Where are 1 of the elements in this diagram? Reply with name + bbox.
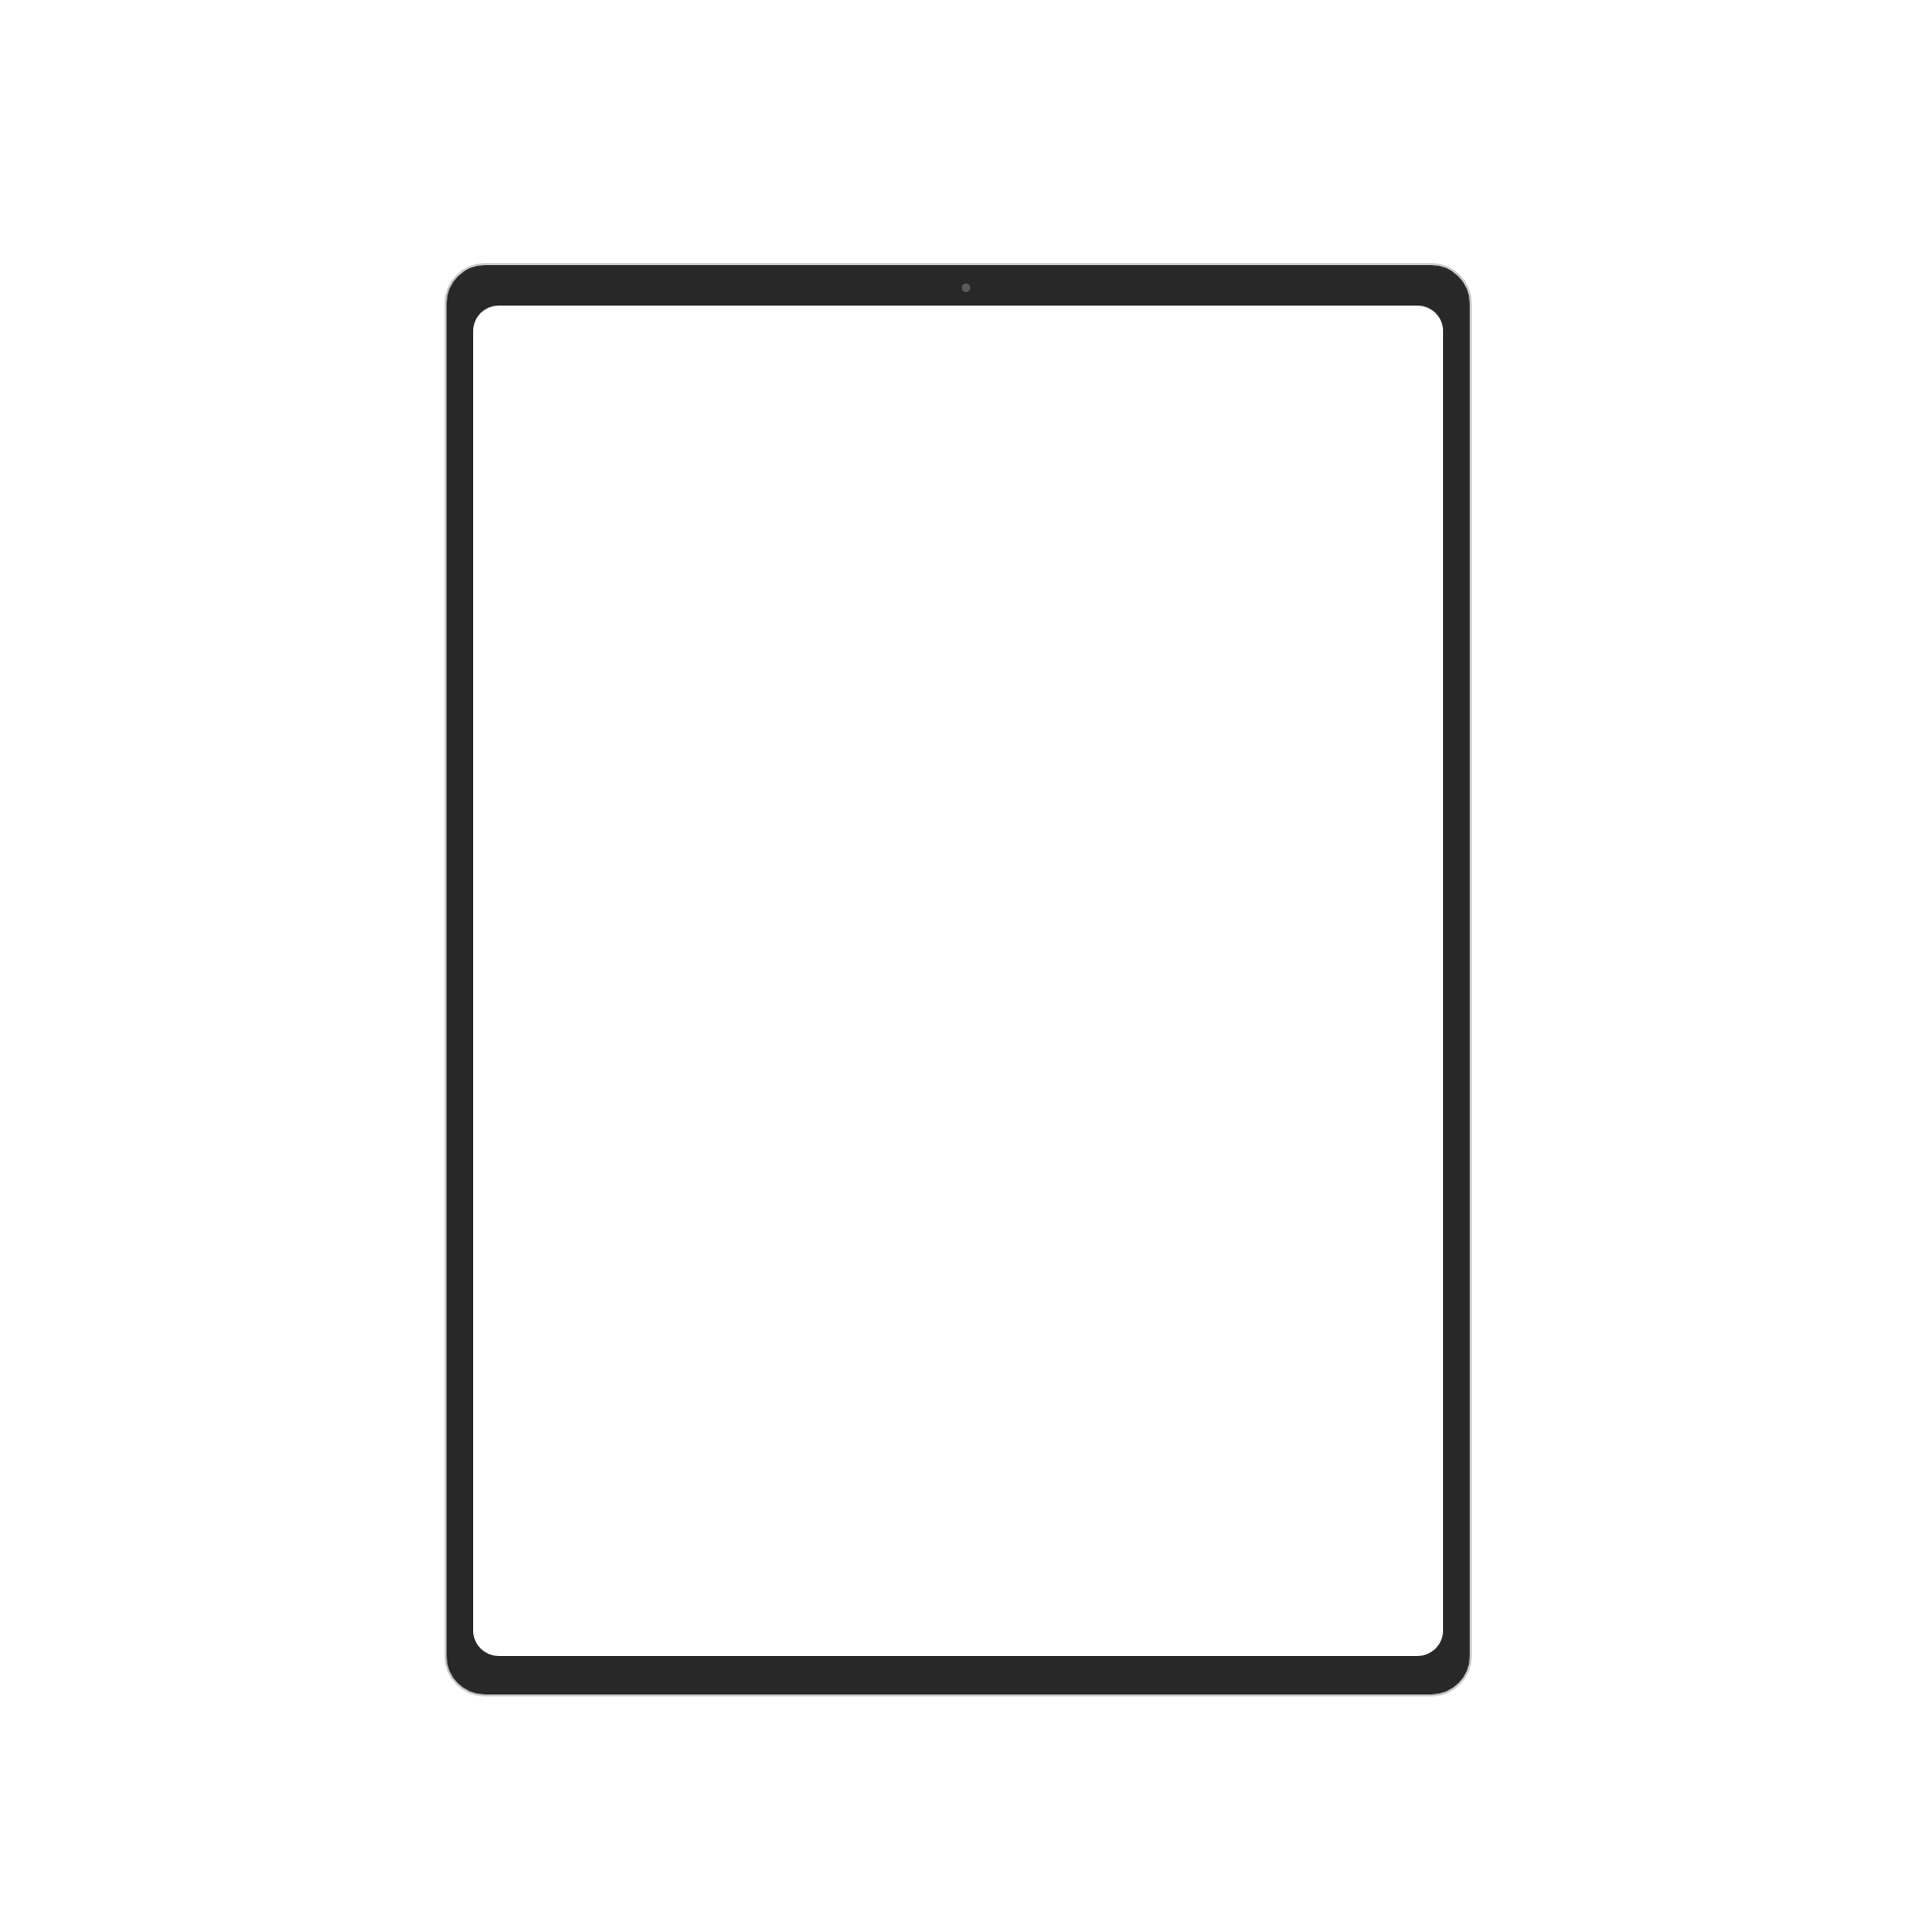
tablet-drawing [444,262,1473,1697]
